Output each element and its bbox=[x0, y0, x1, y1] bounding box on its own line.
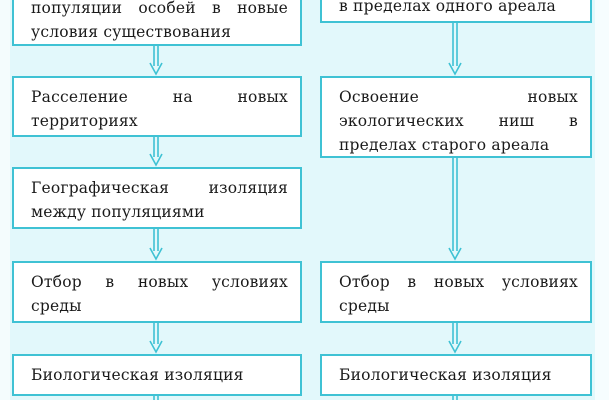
arrow-down-icon bbox=[149, 137, 163, 167]
left-box-geographic-isolation: Географическая изоляция между популяциям… bbox=[12, 167, 302, 229]
arrow-down-icon bbox=[153, 396, 159, 400]
arrow-down-icon bbox=[448, 323, 462, 354]
right-box-same-range: в пределах одного ареала bbox=[320, 0, 592, 23]
box-text: Отбор в новых условиях среды bbox=[31, 273, 288, 315]
box-text: Отбор в новых условиях среды bbox=[339, 273, 578, 315]
arrow-down-icon bbox=[448, 158, 462, 261]
arrow-down-icon bbox=[452, 396, 458, 400]
left-box-dispersal: Расселение на новых территориях bbox=[12, 76, 302, 137]
box-text: популяции особей в новые условия существ… bbox=[31, 0, 288, 41]
box-text: Расселение на новых территориях bbox=[31, 88, 288, 130]
box-text: Биологическая изоляция bbox=[31, 366, 244, 384]
box-text: Географическая изоляция между популяциям… bbox=[31, 179, 288, 221]
page-margin-right bbox=[595, 0, 609, 400]
right-box-selection: Отбор в новых условиях среды bbox=[320, 261, 592, 323]
arrow-down-icon bbox=[448, 23, 462, 76]
left-box-new-conditions: популяции особей в новые условия существ… bbox=[12, 0, 302, 46]
page-margin-left bbox=[0, 0, 10, 400]
box-text: Освоение новых экологических ниш в преде… bbox=[339, 88, 578, 154]
right-box-new-niches: Освоение новых экологических ниш в преде… bbox=[320, 76, 592, 158]
box-text: в пределах одного ареала bbox=[339, 0, 556, 15]
left-box-biological-isolation: Биологическая изоляция bbox=[12, 354, 302, 396]
arrow-down-icon bbox=[149, 323, 163, 354]
left-box-selection: Отбор в новых условиях среды bbox=[12, 261, 302, 323]
arrow-down-icon bbox=[149, 46, 163, 76]
box-text: Биологическая изоляция bbox=[339, 366, 552, 384]
right-box-biological-isolation: Биологическая изоляция bbox=[320, 354, 592, 396]
arrow-down-icon bbox=[149, 229, 163, 261]
